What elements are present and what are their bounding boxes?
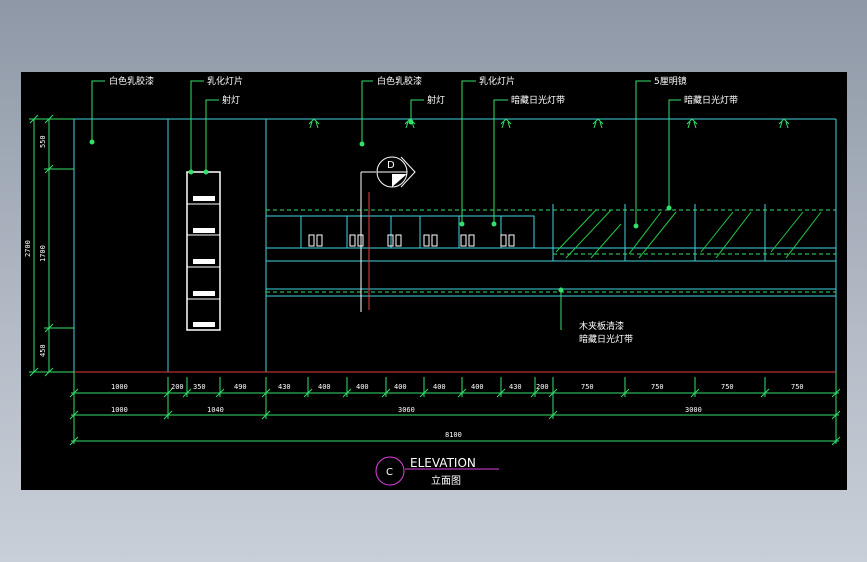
dim-1-3: 350 bbox=[193, 383, 206, 391]
dim-1-14: 750 bbox=[651, 383, 664, 391]
elevation-drawing: D 白色乳胶漆 乳化灯片 射灯 白色乳胶漆 射灯 乳化灯片 暗藏日光灯带 5厘明… bbox=[24, 75, 841, 487]
dim-1-2: 200 bbox=[171, 383, 184, 391]
vdim-top: 550 bbox=[39, 135, 47, 148]
label-spotlight-mid: 射灯 bbox=[427, 94, 445, 106]
label-mirror: 5厘明镜 bbox=[654, 75, 687, 87]
dim-1-13: 750 bbox=[581, 383, 594, 391]
label-hidden-light-right: 暗藏日光灯带 bbox=[684, 94, 738, 106]
material-labels: 白色乳胶漆 乳化灯片 射灯 白色乳胶漆 射灯 乳化灯片 暗藏日光灯带 5厘明镜 … bbox=[109, 75, 738, 345]
niche-bottles bbox=[308, 234, 515, 247]
mirror-hatch bbox=[555, 209, 822, 259]
spotlight-icons bbox=[308, 118, 790, 129]
dim-1-12: 200 bbox=[536, 383, 549, 391]
leader-dots bbox=[89, 119, 672, 293]
title-sub: 立面图 bbox=[431, 474, 461, 487]
label-veneer-light: 暗藏日光灯带 bbox=[579, 333, 633, 345]
dim-total: 8100 bbox=[445, 431, 462, 439]
label-veneer: 木夹板清漆 bbox=[579, 320, 624, 332]
title-block bbox=[375, 456, 499, 486]
dim-1-9: 400 bbox=[433, 383, 446, 391]
dim-1-5: 430 bbox=[278, 383, 291, 391]
dimension-row-2: 1000 1040 3060 3000 bbox=[111, 406, 702, 414]
horizontal-dimension-lines bbox=[71, 372, 839, 444]
dim-1-11: 430 bbox=[509, 383, 522, 391]
dim-2-1: 1000 bbox=[111, 406, 128, 414]
label-frosted-glass-mid: 乳化灯片 bbox=[479, 75, 515, 87]
title-main: ELEVATION bbox=[410, 456, 476, 470]
leader-lines bbox=[91, 80, 681, 330]
dim-2-2: 1040 bbox=[207, 406, 224, 414]
wall-outline bbox=[73, 118, 837, 372]
dim-1-7: 400 bbox=[356, 383, 369, 391]
dim-1-15: 750 bbox=[721, 383, 734, 391]
dim-1-10: 400 bbox=[471, 383, 484, 391]
section-cut bbox=[360, 156, 416, 312]
dimension-row-1: 1000 200 350 490 430 400 400 400 400 400… bbox=[111, 383, 804, 391]
label-hidden-light-mid: 暗藏日光灯带 bbox=[511, 94, 565, 106]
dim-1-8: 400 bbox=[394, 383, 407, 391]
drawing-canvas[interactable]: D 白色乳胶漆 乳化灯片 射灯 白色乳胶漆 射灯 乳化灯片 暗藏日光灯带 5厘明… bbox=[21, 72, 847, 490]
dim-1-4: 490 bbox=[234, 383, 247, 391]
dim-2-4: 3000 bbox=[685, 406, 702, 414]
vdim-total: 2700 bbox=[24, 240, 32, 257]
title-letter: C bbox=[386, 467, 393, 478]
dim-1-1: 1000 bbox=[111, 383, 128, 391]
section-marker-letter: D bbox=[387, 160, 395, 171]
vertical-dimension-lines bbox=[29, 114, 74, 377]
label-white-latex-left: 白色乳胶漆 bbox=[109, 75, 154, 87]
dimension-ticks bbox=[69, 388, 841, 446]
dim-2-3: 3060 bbox=[398, 406, 415, 414]
vdim-bottom: 450 bbox=[39, 344, 47, 357]
label-frosted-glass-left: 乳化灯片 bbox=[207, 75, 243, 87]
hidden-light-bands bbox=[266, 209, 836, 293]
label-white-latex-mid: 白色乳胶漆 bbox=[377, 75, 422, 87]
dim-1-16: 750 bbox=[791, 383, 804, 391]
dim-1-6: 400 bbox=[318, 383, 331, 391]
label-spotlight-left: 射灯 bbox=[222, 94, 240, 106]
display-shelf bbox=[186, 171, 221, 331]
vdim-middle: 1700 bbox=[39, 245, 47, 262]
